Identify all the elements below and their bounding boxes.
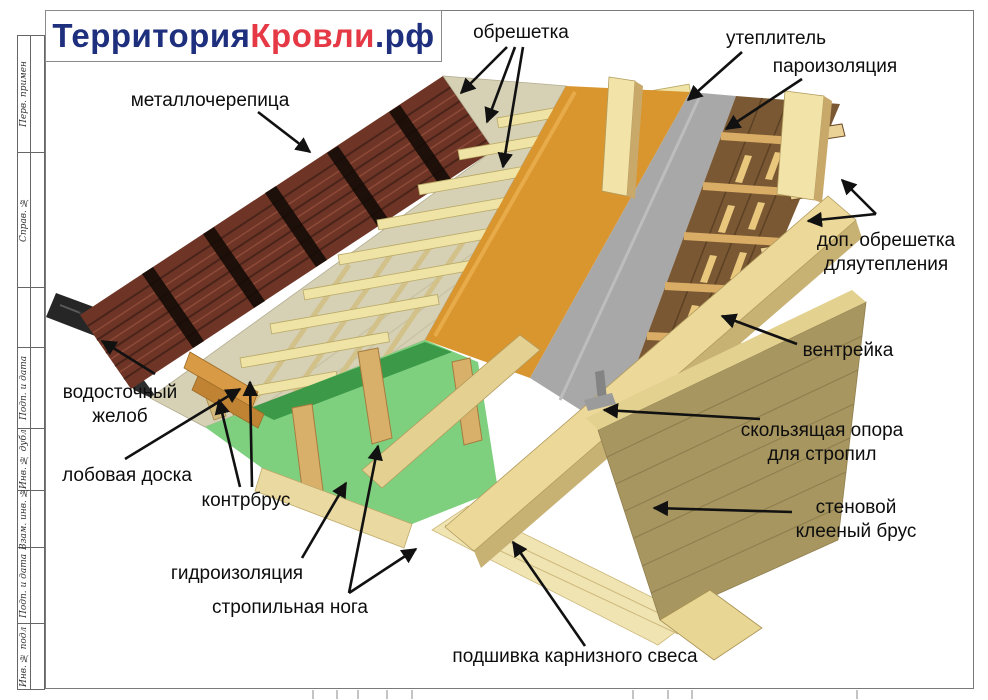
label-rafter: стропильная нога (212, 597, 368, 618)
stamp-label: Подп. и дата (19, 553, 29, 618)
drawing-frame-border (45, 10, 974, 689)
stamp-strip-divider (30, 36, 31, 689)
gost-margin-strip: Перв. примен Справ. № Подп. и дата Инв. … (17, 35, 45, 690)
label-fascia: лобовая доска (62, 465, 192, 486)
stamp-cell: Инв. № подл (18, 624, 44, 689)
tile-row-steps (142, 105, 451, 348)
label-extra-sheathing: доп. обрешетка дляутепления (816, 230, 956, 275)
stamp-cell: Взам. инв. № (18, 487, 44, 551)
stamp-cell (18, 288, 44, 348)
stamp-cell: Справ. № (18, 153, 44, 288)
label-metal-tile: металлочерепица (130, 90, 290, 111)
label-wall-beam: стеновой клееный брус (795, 497, 917, 542)
label-counter-batten: контрбрус (201, 490, 291, 511)
logo-part-tld: .рф (374, 17, 435, 54)
label-waterproofing: гидроизоляция (170, 563, 304, 584)
label-vent-batten: вентрейка (802, 340, 894, 361)
logo-part-krovli: Кровли (250, 17, 375, 54)
wall-beam-shape (586, 290, 867, 661)
sliding-support-bracket (584, 370, 616, 411)
frame-ticks (312, 690, 858, 699)
stamp-label: Подп. и дата (19, 355, 29, 421)
label-vapor-barrier: пароизоляция (772, 56, 898, 77)
label-sheathing: обрешетка (473, 22, 569, 43)
stamp-cell: Инв. № дубл (18, 429, 44, 491)
stamp-cell: Подп. и дата (18, 548, 44, 624)
label-gutter: водосточный желоб (62, 382, 178, 427)
label-eaves-soffit: подшивка карнизного свеса (452, 646, 698, 667)
ridge-board (601, 76, 832, 203)
metal-tile-layer (80, 76, 494, 389)
annotation-arrows (100, 46, 877, 647)
stamp-label: Инв. № подл (19, 626, 29, 687)
stamp-label (18, 288, 30, 347)
stamp-cell: Подп. и дата (18, 348, 44, 429)
label-sliding-support: скользящая опора для стропил (740, 420, 904, 465)
rafter-beams (361, 195, 862, 646)
membrane-layer (205, 340, 498, 524)
stamp-cell: Перв. примен (18, 36, 44, 153)
label-insulation: утеплитель (726, 28, 826, 49)
stamp-label: Взам. инв. № (19, 487, 29, 551)
vapor-barrier-layer (530, 92, 736, 430)
logo-part-territory: Территория (52, 17, 251, 54)
stamp-label: Справ. № (19, 197, 29, 243)
stamp-label: Инв. № дубл (19, 429, 29, 490)
rafter-beam (444, 195, 857, 552)
stamp-label: Перв. примен (19, 61, 29, 127)
